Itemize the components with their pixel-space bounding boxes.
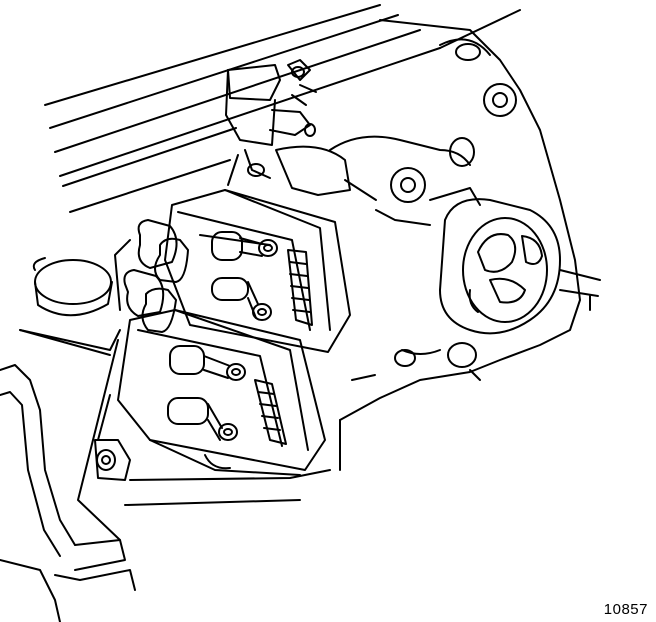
coil-bracket	[225, 59, 351, 196]
figure-reference-number: 10857	[603, 601, 648, 618]
engine-block	[329, 19, 601, 421]
distributor-housing	[439, 198, 561, 335]
ignition-coil-upper	[164, 189, 351, 353]
cylinder-head-ribs	[44, 4, 521, 213]
oil-filler-cap	[19, 257, 121, 351]
ignition-coil-lower	[117, 309, 326, 476]
block-detail-lines	[339, 369, 481, 471]
spark-plug-boots	[114, 219, 189, 333]
mounting-frame	[0, 329, 331, 622]
